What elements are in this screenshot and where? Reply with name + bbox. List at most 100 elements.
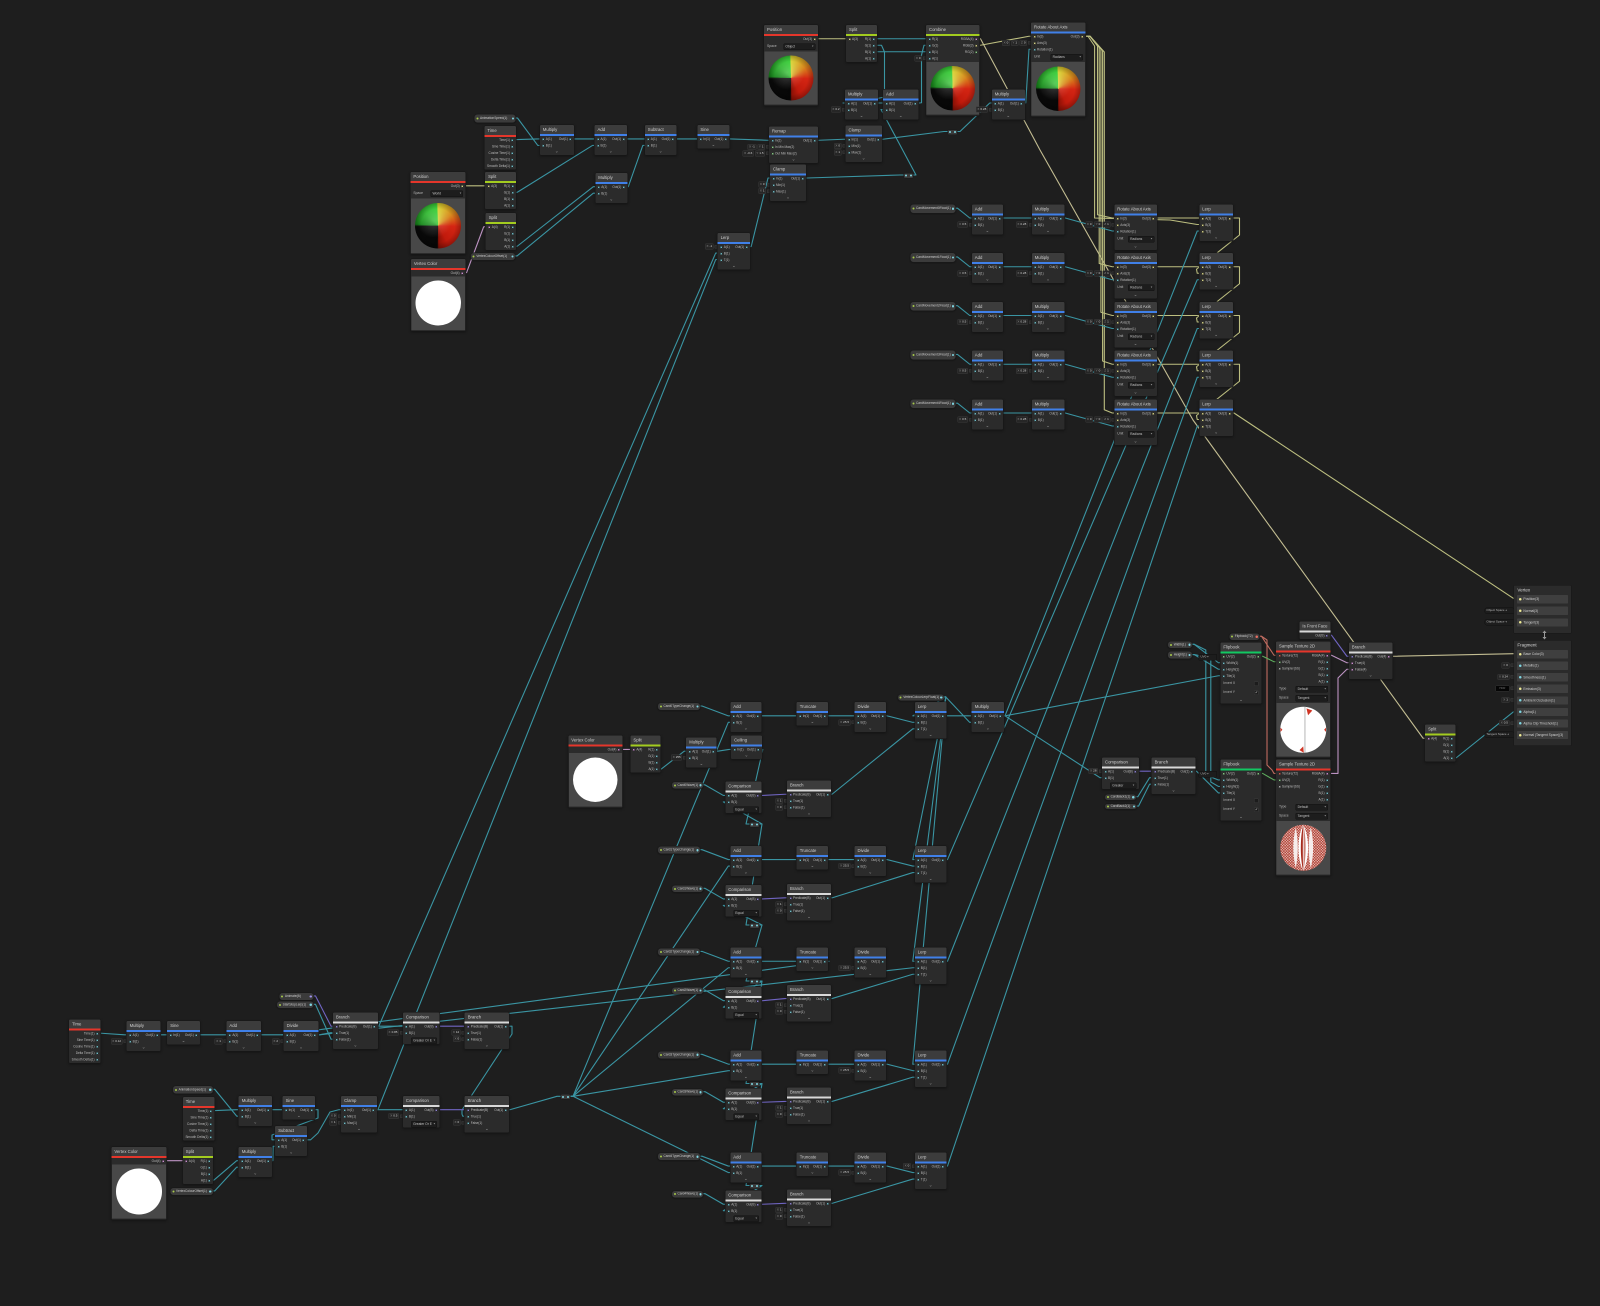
node-header[interactable]: Lerp [1199,253,1233,262]
chevron-down-icon[interactable]: ⌄ [1133,438,1138,444]
property-pill-card1wave-1[interactable]: Card1Wave(1) [671,885,704,893]
dropdown-radians[interactable]: Radians ▾ [1128,430,1155,438]
edge[interactable] [756,998,791,1002]
output-port[interactable] [1325,792,1329,795]
chevron-down-icon[interactable]: ⌄ [1046,325,1050,331]
input-port[interactable] [789,1113,792,1117]
node-header[interactable]: Multiply [238,1095,272,1105]
inline-field[interactable]: X0 [1002,39,1010,46]
node-header[interactable]: Lerp [1199,350,1233,360]
input-port[interactable] [1201,266,1204,269]
output-port[interactable] [756,715,760,718]
output-port[interactable] [756,1063,760,1066]
property-pill-width-1[interactable]: Width(1) [1167,641,1193,649]
inline-value[interactable]: X0 [453,1119,466,1126]
node-header[interactable]: Multiply [845,89,878,99]
input-port[interactable] [719,258,723,262]
property-pill-cardmovement2float-1[interactable]: CardMovement2Float(1) [910,301,956,311]
edge-redirect-knot[interactable] [560,1094,571,1100]
inline-value[interactable]: X0.5 [957,319,973,325]
inline-value[interactable]: X0.5 [1499,720,1514,726]
output-port[interactable] [823,1063,826,1066]
node-header[interactable]: Multiply [1031,253,1065,262]
row-port[interactable] [1518,710,1522,714]
row-port[interactable] [1518,621,1522,624]
node-header[interactable]: Comparison [725,885,762,895]
chevron-down-icon[interactable]: ⌄ [1214,331,1219,337]
inline-field[interactable]: X28 [1088,768,1098,775]
output-port[interactable] [998,363,1001,366]
input-port[interactable] [772,177,775,180]
property-pill-vertexcolourlerpfloat-1[interactable]: VertexColourLerpFloat(1) [897,693,945,702]
input-port[interactable] [885,108,888,112]
input-port[interactable] [1201,279,1204,282]
input-port[interactable] [727,794,731,798]
node-header[interactable]: Clamp [341,1095,377,1105]
node-header[interactable]: Sine [697,125,730,135]
output-port[interactable] [208,1166,211,1169]
inline-field[interactable]: X0.24 [1497,673,1510,680]
chevron-down-icon[interactable]: ⌄ [1046,374,1050,379]
chevron-down-icon[interactable]: ⌄ [985,276,990,282]
checkbox-checked[interactable]: ✓ [1254,690,1259,695]
dropdown-default[interactable]: Default ▾ [1295,804,1328,811]
dropdown-object[interactable]: Object ▾ [783,43,816,50]
output-port[interactable] [1152,314,1155,318]
chevron-down-icon[interactable]: ⌄ [299,1044,303,1050]
input-port[interactable] [917,967,920,970]
property-pill-cardmovement3float-1[interactable]: CardMovement3Float(1) [910,350,956,360]
inline-field[interactable]: X0 [775,1111,783,1118]
output-port[interactable] [208,1159,211,1163]
edge[interactable] [511,138,544,141]
node-header[interactable]: Flipbook [1220,759,1262,769]
input-port[interactable] [1116,376,1119,379]
property-pill-flipbook-t2[interactable]: Flipbook(T2) [1228,633,1260,641]
output-port[interactable] [256,1034,259,1037]
input-port[interactable] [994,108,997,112]
block-row-tangent-3[interactable]: Tangent(3) [1516,618,1568,627]
node-header[interactable]: Rotate About Axis [1031,22,1086,32]
pill-output-port[interactable] [699,989,702,992]
property-pill-vertexcolouroffset-1[interactable]: VertexColourOffset(1) [170,1187,214,1196]
chevron-down-icon[interactable]: ⌄ [928,1182,933,1188]
property-pill-cardback1-1[interactable]: CardBack1(1) [1104,794,1137,801]
input-port[interactable] [732,715,736,718]
chevron-down-icon[interactable]: ⌄ [253,1119,258,1125]
inline-field[interactable]: X0.5 [957,367,968,374]
output-port[interactable] [826,1202,829,1206]
input-port[interactable] [285,1034,289,1037]
node-header[interactable]: Vertex Color [410,258,466,268]
input-port[interactable] [727,801,731,804]
output-port[interactable] [655,768,659,771]
node-header[interactable]: Split [846,25,877,34]
output-port[interactable] [1020,102,1023,105]
input-port[interactable] [1201,412,1204,415]
pill-output-port[interactable] [1188,643,1191,646]
chevron-down-icon[interactable]: ⌄ [353,1042,358,1048]
inline-field[interactable]: X-0.6 [742,150,754,157]
input-port[interactable] [848,38,851,41]
node-header[interactable]: Subtract [644,125,677,135]
output-port[interactable] [823,960,826,963]
input-port[interactable] [974,314,977,318]
inline-field[interactable]: X0 [1085,319,1094,325]
input-port[interactable] [917,1165,920,1168]
pill-output-port[interactable] [309,1003,312,1006]
input-port[interactable] [789,1215,792,1219]
edge-redirect-knot[interactable] [903,172,914,179]
input-port[interactable] [632,748,636,752]
input-port[interactable] [405,1025,408,1028]
edge[interactable] [511,186,599,247]
property-pill-card0typechange-1[interactable]: Card0TypeChange(1) [657,702,701,711]
